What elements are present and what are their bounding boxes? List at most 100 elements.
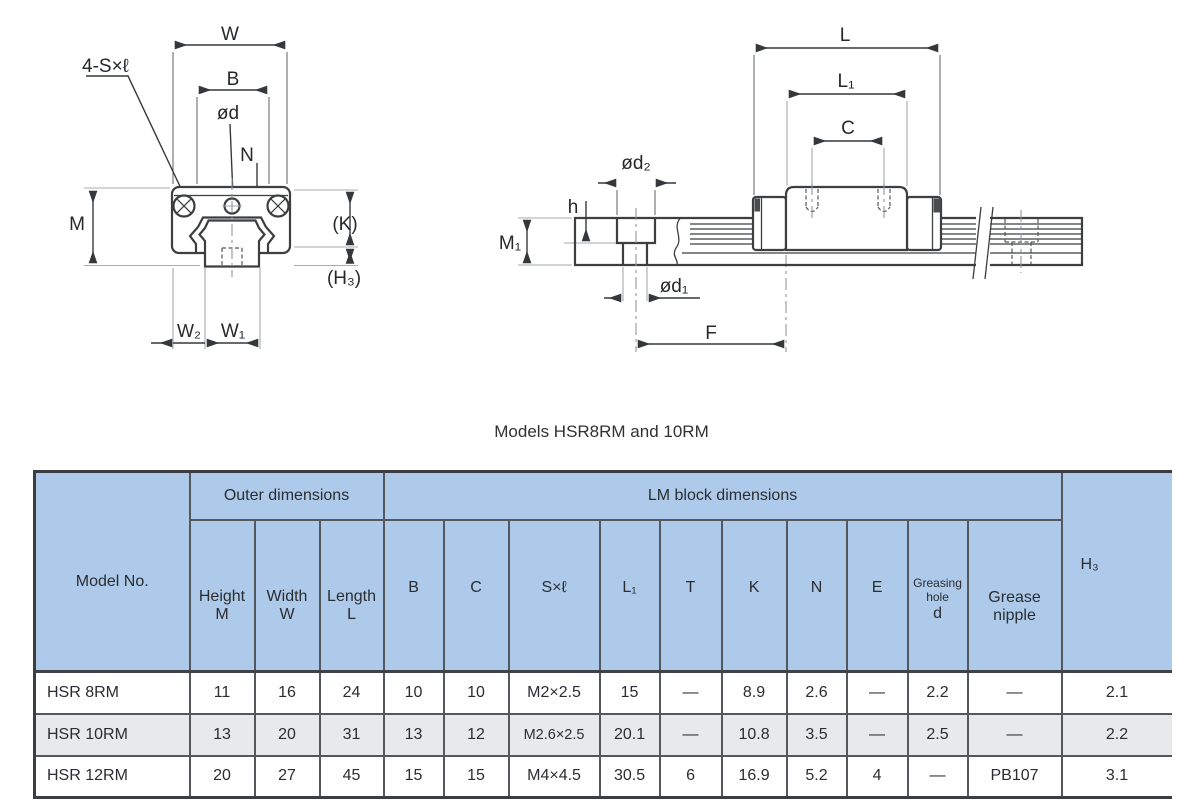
cell: 12 — [442, 712, 510, 757]
rail-break-symbol — [972, 206, 994, 280]
cell: M2×2.5 — [507, 670, 601, 715]
table-title: Models HSR8RM and 10RM — [494, 422, 709, 441]
header-t: T — [658, 518, 723, 673]
header-model-no: Model No. — [33, 470, 191, 673]
cell: — — [845, 712, 909, 757]
dim-label-l1: L₁ — [838, 71, 855, 92]
cell: 2.2 — [1060, 712, 1172, 757]
cell: 10.8 — [720, 712, 788, 757]
cell: 10 — [442, 670, 510, 715]
header-h3: H₃ — [1060, 470, 1172, 673]
dim-label-c: C — [841, 118, 855, 139]
cell: 20 — [188, 754, 256, 799]
cell: 2.6 — [785, 670, 848, 715]
header-c: C — [442, 518, 510, 673]
cell: 3.5 — [785, 712, 848, 757]
cell: 8.9 — [720, 670, 788, 715]
table-row: HSR 12RM 20 27 45 15 15 M4×4.5 30.5 6 16… — [33, 754, 1172, 799]
front-view-diagram: W B ød N 4-S×ℓ M (K) (H₃) W₂ W₁ — [69, 24, 361, 349]
cell: 16.9 — [720, 754, 788, 799]
header-k: K — [720, 518, 788, 673]
cell: 2.1 — [1060, 670, 1172, 715]
table-row: HSR 10RM 13 20 31 13 12 M2.6×2.5 20.1 — … — [33, 712, 1172, 757]
cell: — — [658, 670, 723, 715]
cell: M2.6×2.5 — [507, 712, 601, 757]
header-l1: L₁ — [598, 518, 661, 673]
dim-label-w1: W₁ — [221, 321, 245, 342]
dim-label-od2: ød₂ — [621, 153, 651, 174]
dim-label-m: M — [69, 214, 85, 235]
dim-label-k: (K) — [332, 214, 357, 235]
model-name: HSR 8RM — [33, 670, 191, 715]
cell: 4 — [845, 754, 909, 799]
dim-label-w2: W₂ — [177, 321, 201, 341]
model-name: HSR 10RM — [33, 712, 191, 757]
header-sxl: S×ℓ — [507, 518, 601, 673]
dim-label-h: h — [568, 197, 579, 218]
header-grease-nipple: Grease nipple — [966, 518, 1063, 673]
model-name: HSR 12RM — [33, 754, 191, 799]
header-lm-block-dimensions: LM block dimensions — [382, 470, 1063, 521]
cell: 6 — [658, 754, 723, 799]
screw-icon — [266, 194, 290, 218]
cell: 10 — [382, 670, 445, 715]
screw-icon — [172, 194, 196, 218]
cell: 27 — [253, 754, 321, 799]
dim-label-f: F — [705, 323, 717, 344]
cell: 15 — [598, 670, 661, 715]
cell: — — [906, 754, 969, 799]
cell: 30.5 — [598, 754, 661, 799]
rail-cross-section — [198, 219, 266, 268]
cell: 3.1 — [1060, 754, 1172, 799]
side-view-diagram: L L₁ C ød₂ h M₁ ød₁ F — [499, 25, 1084, 352]
cell: 24 — [318, 670, 385, 715]
cell: 15 — [382, 754, 445, 799]
cell: 16 — [253, 670, 321, 715]
header-outer-dimensions: Outer dimensions — [188, 470, 385, 521]
cell: 2.5 — [906, 712, 969, 757]
cell: — — [966, 670, 1063, 715]
dim-label-screw: 4-S×ℓ — [82, 56, 129, 77]
cell: 2.2 — [906, 670, 969, 715]
cell: — — [658, 712, 723, 757]
cell: 11 — [188, 670, 256, 715]
front-extension-lines — [84, 52, 358, 349]
grease-fitting — [754, 198, 760, 212]
side-dimension-lines — [522, 43, 939, 349]
rail-hidden-hole — [1004, 210, 1039, 273]
cell: 13 — [382, 712, 445, 757]
grease-fitting — [933, 198, 941, 213]
lm-block-front — [170, 178, 292, 277]
cell: M4×4.5 — [507, 754, 601, 799]
dim-label-od: ød — [217, 103, 239, 124]
cell: 13 — [188, 712, 256, 757]
cell: 5.2 — [785, 754, 848, 799]
side-extension-lines — [518, 55, 941, 352]
header-b: B — [382, 518, 445, 673]
dim-label-h3: (H₃) — [327, 268, 361, 289]
cell: 20.1 — [598, 712, 661, 757]
cell: 15 — [442, 754, 510, 799]
dim-label-l: L — [840, 25, 851, 46]
dim-label-w: W — [221, 24, 239, 45]
dim-label-od1: ød₁ — [660, 276, 689, 297]
header-e: E — [845, 518, 909, 673]
spec-table: Model No. Outer dimensions LM block dime… — [33, 470, 1172, 799]
lm-block-side — [751, 183, 943, 252]
dim-label-m1: M₁ — [499, 233, 521, 254]
cell: 31 — [318, 712, 385, 757]
cell: — — [966, 712, 1063, 757]
dim-label-b: B — [227, 69, 240, 90]
block-bolt-hole — [877, 183, 891, 221]
cell: 20 — [253, 712, 321, 757]
cell: 45 — [318, 754, 385, 799]
cell: — — [845, 670, 909, 715]
block-bolt-hole — [805, 183, 819, 221]
cell: PB107 — [966, 754, 1063, 799]
header-n: N — [785, 518, 848, 673]
table-row: HSR 8RM 11 16 24 10 10 M2×2.5 15 — 8.9 2… — [33, 670, 1172, 715]
